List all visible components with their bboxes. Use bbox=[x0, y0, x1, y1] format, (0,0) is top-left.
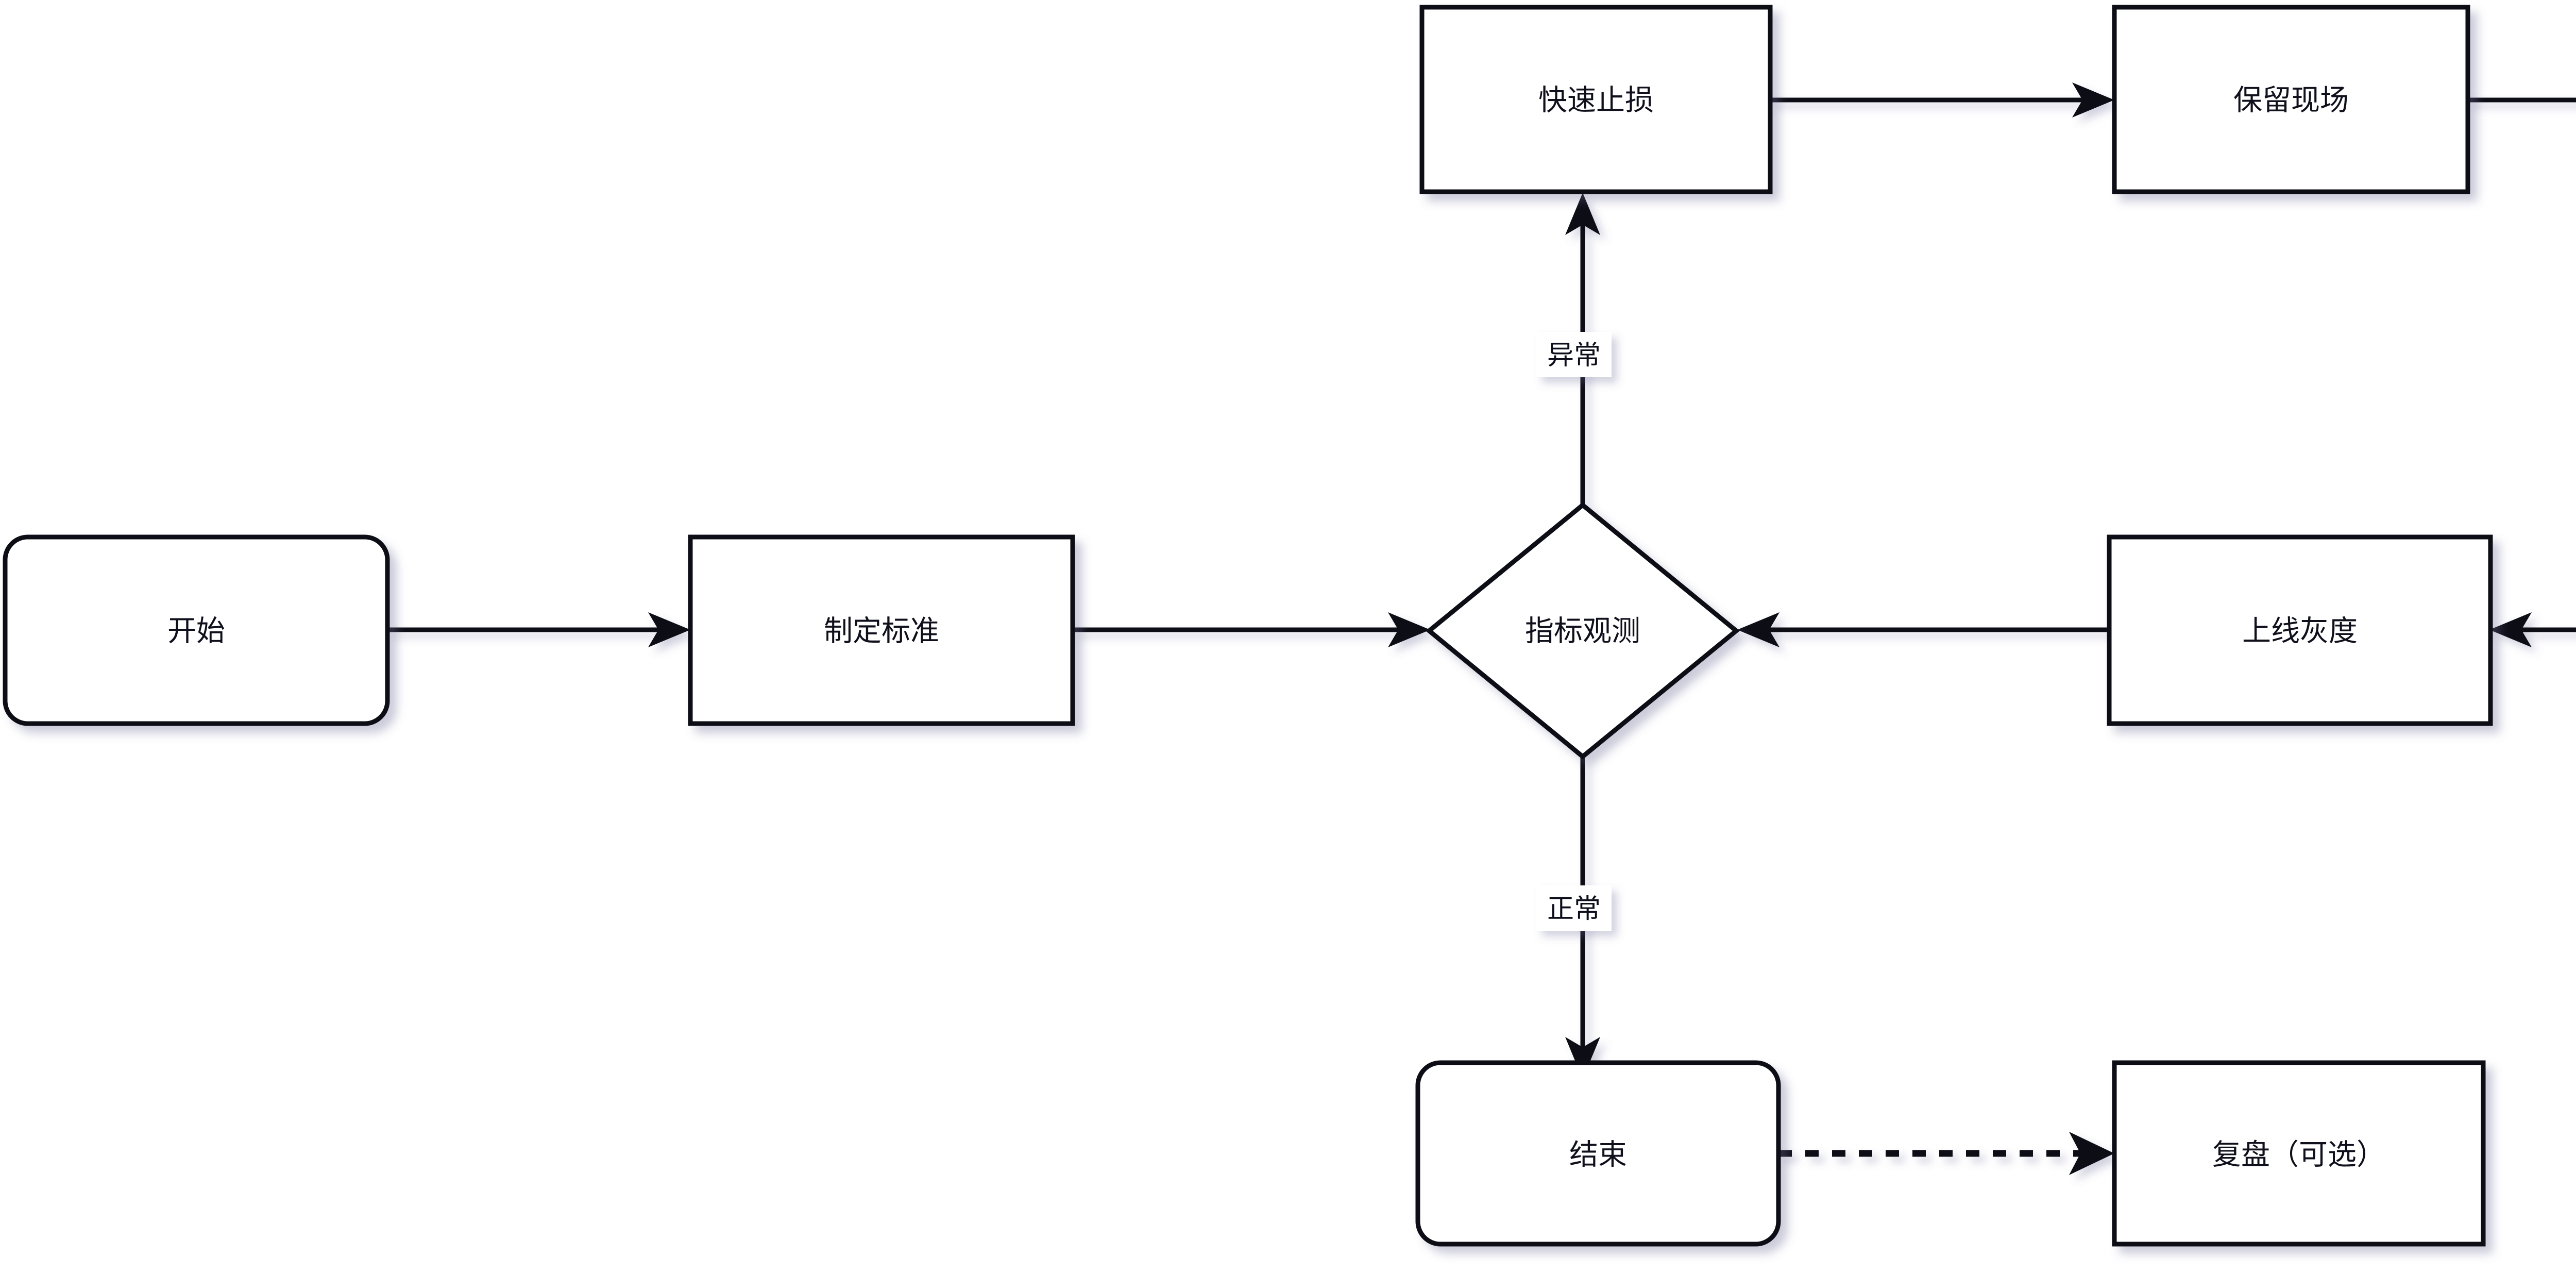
node-observe-label: 指标观测 bbox=[1525, 615, 1640, 647]
node-graylaunch[interactable]: 上线灰度 bbox=[2107, 534, 2493, 726]
node-end[interactable]: 结束 bbox=[1415, 1060, 1781, 1247]
node-observe[interactable]: 指标观测 bbox=[1425, 502, 1740, 760]
edge-standard-to-observe bbox=[1073, 612, 1430, 647]
edge-graylaunch-to-observe bbox=[1737, 612, 2109, 647]
node-standard-label: 制定标准 bbox=[824, 615, 939, 647]
node-preserve[interactable]: 保留现场 bbox=[2112, 5, 2470, 194]
edge-bus-to-graylaunch bbox=[2489, 612, 2576, 647]
edge-label-normal: 正常 bbox=[1536, 885, 1612, 931]
node-preserve-label: 保留现场 bbox=[2233, 84, 2349, 116]
edge-label-abnormal-text: 异常 bbox=[1547, 341, 1601, 371]
edge-labels-layer: 异常 正常 GC 问题 代码问题 bbox=[1536, 332, 1612, 931]
edge-end-to-review bbox=[1778, 1132, 2114, 1175]
nodes-layer: 开始 制定标准 指标观测 快速止损 保留现场 因果分析 bbox=[3, 5, 2493, 1247]
node-start-label: 开始 bbox=[167, 615, 225, 647]
edge-stoploss-to-preserve bbox=[1769, 82, 2114, 118]
node-standard[interactable]: 制定标准 bbox=[688, 534, 1075, 726]
node-start[interactable]: 开始 bbox=[3, 534, 390, 726]
node-graylaunch-label: 上线灰度 bbox=[2242, 615, 2358, 647]
node-stoploss[interactable]: 快速止损 bbox=[1419, 5, 1773, 194]
edge-start-to-standard bbox=[387, 612, 690, 647]
node-stoploss-label: 快速止损 bbox=[1538, 84, 1654, 116]
edge-preserve-to-causal bbox=[2467, 97, 2576, 103]
node-review-label: 复盘（可选） bbox=[2212, 1138, 2385, 1171]
edge-label-abnormal: 异常 bbox=[1536, 332, 1612, 377]
node-end-label: 结束 bbox=[1569, 1138, 1627, 1171]
edge-label-normal-text: 正常 bbox=[1547, 894, 1601, 924]
node-review[interactable]: 复盘（可选） bbox=[2112, 1060, 2486, 1247]
